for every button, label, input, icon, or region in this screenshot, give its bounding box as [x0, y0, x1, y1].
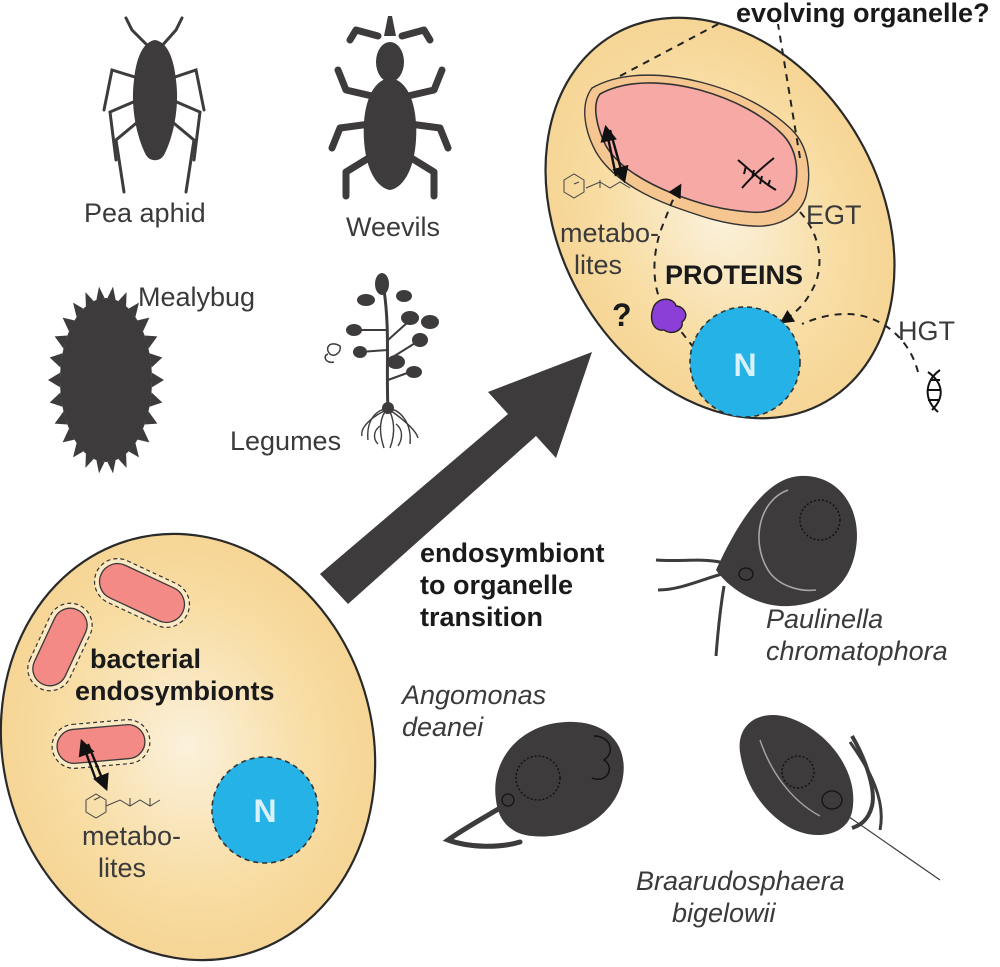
braarudosphaera-icon [739, 715, 941, 881]
organelle-exchange-arrows [600, 124, 629, 184]
metabolites-label-1: metabo- [560, 218, 659, 248]
egt-label: EGT [806, 200, 862, 230]
nucleus-label: N [733, 347, 756, 383]
hgt-label: HGT [898, 316, 955, 346]
angomonas-label-2: deanei [402, 712, 484, 742]
dna-icon [737, 157, 777, 191]
paulinella-label-1: Paulinella [766, 604, 883, 634]
pea-aphid-icon [102, 16, 206, 194]
bacterial-endosymbionts-label-1: bacterial [90, 644, 201, 674]
metabolites-label-1: metabo- [82, 821, 181, 851]
metabolite-structure-icon [85, 793, 161, 819]
host-cell-with-evolving-organelle [544, 16, 919, 420]
pea-aphid-label: Pea aphid [84, 198, 206, 228]
metabolites-label-2: lites [574, 250, 622, 280]
nucleus-label: N [253, 793, 276, 829]
angomonas-icon [442, 721, 624, 849]
metabolite-structure-icon [563, 173, 631, 199]
bacterial-endosymbionts-label-2: endosymbionts [75, 676, 275, 706]
bacterium [51, 719, 151, 769]
paulinella-icon [655, 475, 857, 657]
protein-icon [650, 298, 687, 334]
organelle [594, 82, 798, 214]
braarudosphaera-label-2: bigelowii [672, 898, 777, 928]
metabolites-label-2: lites [98, 853, 146, 883]
dna-icon [926, 369, 942, 413]
evolving-organelle-label: evolving organelle? [736, 0, 990, 28]
angomonas-label-1: Angomonas [400, 680, 546, 710]
mealybug-icon [48, 286, 164, 474]
exchange-arrows [78, 738, 109, 792]
mealybug-label: Mealybug [138, 282, 255, 312]
host-cell-with-endosymbionts [0, 532, 377, 962]
transition-label-1: endosymbiont [420, 538, 605, 568]
bacterium [93, 557, 191, 629]
transition-label-2: to organelle [420, 570, 573, 600]
proteins-label: PROTEINS [665, 260, 803, 290]
nucleus [689, 306, 801, 418]
paulinella-label-2: chromatophora [766, 636, 948, 666]
transition-label-3: transition [420, 602, 543, 632]
nucleus [211, 756, 319, 864]
legume-plant-icon [324, 273, 439, 449]
braarudosphaera-label-1: Braarudosphaera [636, 866, 845, 896]
weevils-label: Weevils [346, 212, 440, 242]
unknown-import-label: ? [612, 297, 632, 333]
bacterium [27, 602, 93, 692]
transition-arrow [320, 352, 592, 604]
legumes-label: Legumes [230, 426, 341, 456]
weevil-icon [328, 16, 452, 200]
